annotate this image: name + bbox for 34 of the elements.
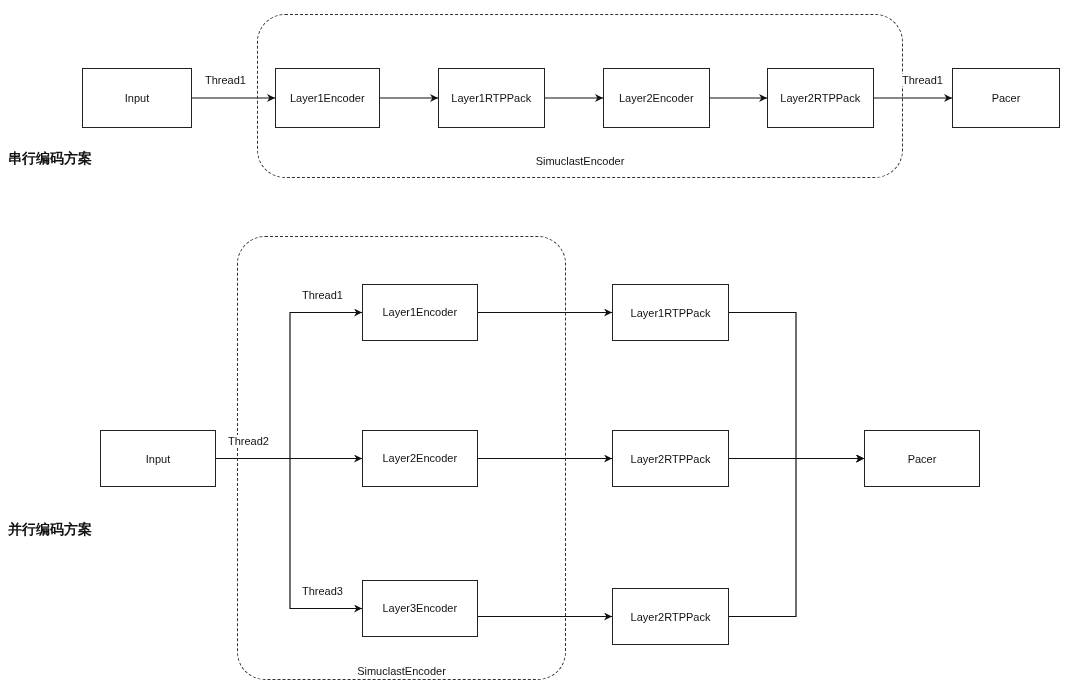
process-box: Layer1Encoder [274,67,380,128]
arrow [477,454,613,463]
group-label: SimuclastEncoder [533,155,627,167]
arrow [477,308,613,317]
edge-label: Thread1 [301,288,344,301]
process-box: Input [82,68,192,128]
process-box: Layer2RTPPack [612,588,729,645]
process-box: Layer2RTPPack [612,430,729,487]
process-box: Pacer [952,68,1060,128]
scheme-title: 串行编码方案 [8,150,92,168]
process-box: Layer1RTPPack [437,67,545,128]
process-box: Layer1RTPPack [612,284,729,341]
process-box: Pacer [864,430,980,487]
arrow [191,94,276,102]
dashed-group-box [257,14,903,178]
arrow [873,94,953,102]
edge-label: Thread1 [204,74,247,86]
process-box: Layer2Encoder [602,67,710,128]
arrow [544,94,604,102]
process-box: Layer1Encoder [361,283,478,341]
scheme-title: 并行编码方案 [8,521,92,539]
process-box: Layer3Encoder [361,579,478,637]
arrow [215,457,363,613]
process-box: Layer2RTPPack [766,67,874,128]
arrow [477,612,613,621]
arrow [709,94,768,102]
arrow [379,94,439,102]
edge-label: Thread3 [301,584,344,597]
edge-label: Thread2 [227,434,270,447]
edge-label: Thread1 [901,74,944,86]
group-label: SimuclastEncoder [355,665,448,677]
process-box: Input [100,430,216,487]
process-box: Layer2Encoder [361,429,478,487]
arrow [728,454,865,618]
